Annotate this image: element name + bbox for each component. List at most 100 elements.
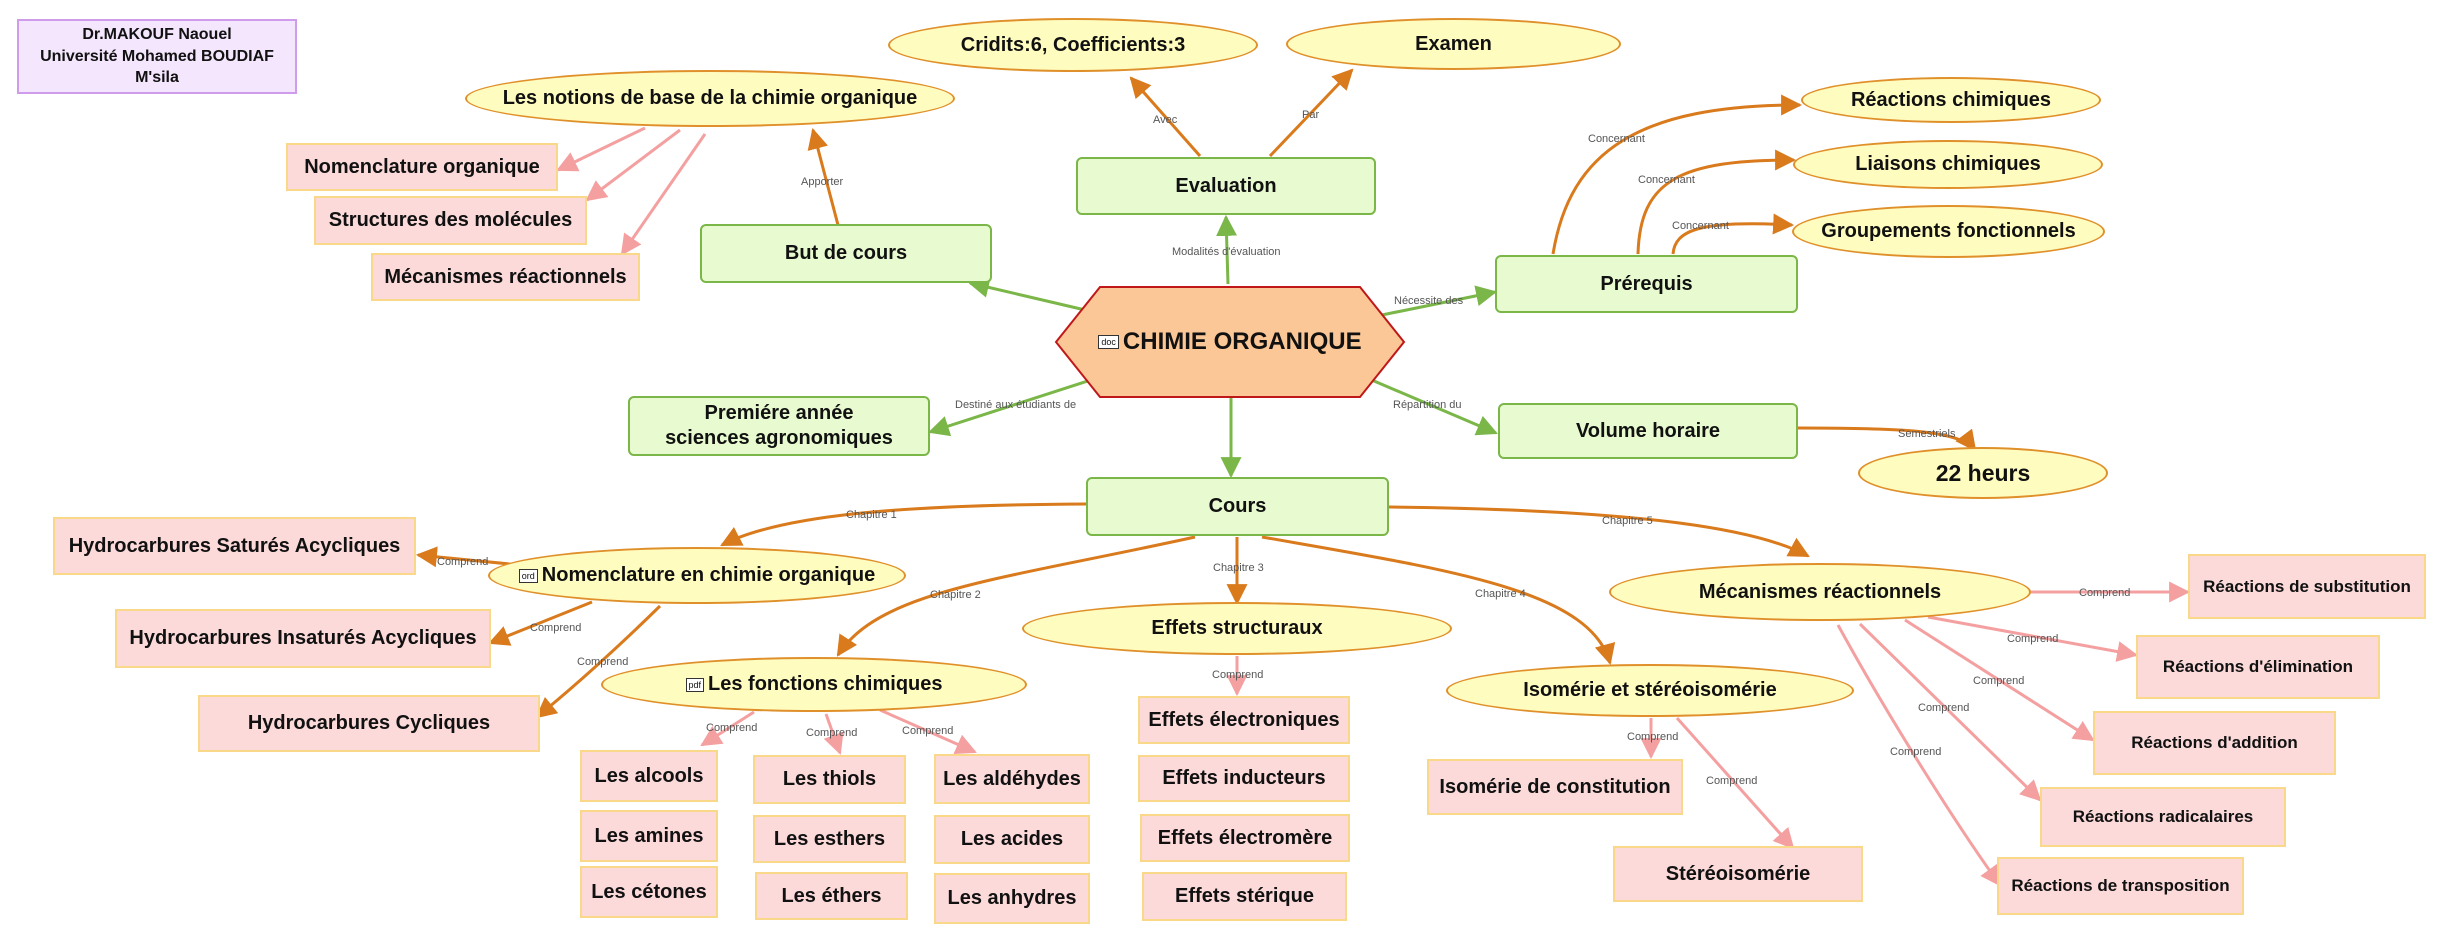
edge-center-but: [967, 277, 1099, 315]
edge-cours-fonctions: [836, 535, 1196, 657]
fonctions-chimiques-node[interactable]: pdf Les fonctions chimiques: [601, 657, 1027, 712]
edge-but-notions: [807, 127, 840, 226]
label-concernant-2: Concernant: [1638, 174, 1695, 186]
document-icon-nomenclature: ord: [518, 568, 538, 583]
label-concernant-1: Concernant: [1588, 133, 1645, 145]
structures-node[interactable]: Structures des molécules: [314, 196, 587, 245]
center-node[interactable]: doc CHIMIE ORGANIQUE: [1090, 320, 1370, 364]
edge-center-prerequis: [1371, 285, 1498, 319]
evaluation-node[interactable]: Evaluation: [1076, 157, 1376, 215]
addition-node[interactable]: Réactions d'addition: [2093, 711, 2336, 775]
effets-inducteurs-node[interactable]: Effets inducteurs: [1138, 755, 1350, 802]
label-comprend-isoconst: Comprend: [1627, 731, 1678, 743]
edge-center-evaluation: [1216, 214, 1238, 285]
premiere-annee-node[interactable]: Premiére année sciences agronomiques: [628, 396, 930, 456]
label-semestriels: Semestriels: [1898, 428, 1956, 440]
author-box: Dr.MAKOUF Naouel Université Mohamed BOUD…: [17, 19, 297, 94]
hia-node[interactable]: Hydrocarbures Insaturés Acycliques: [115, 609, 491, 668]
groupements-fonctionnels-node[interactable]: Groupements fonctionnels: [1792, 205, 2105, 258]
effets-sterique-node[interactable]: Effets stérique: [1142, 872, 1347, 921]
radicalaires-node[interactable]: Réactions radicalaires: [2040, 787, 2286, 847]
document-icon: doc: [1098, 335, 1119, 349]
acides-node[interactable]: Les acides: [934, 815, 1090, 864]
edge-fonctions-thiols: [823, 713, 844, 755]
label-chapitre1: Chapitre 1: [846, 509, 897, 521]
edge-mec-elimination: [1927, 615, 2139, 662]
edge-cours-mecanismes: [1388, 505, 1810, 558]
center-hexagon[interactable]: [1054, 286, 1406, 398]
label-necessite: Nécessite des: [1394, 295, 1464, 307]
but-node[interactable]: But de cours: [700, 224, 992, 283]
hc-node[interactable]: Hydrocarbures Cycliques: [198, 695, 540, 752]
liaisons-chimiques-node[interactable]: Liaisons chimiques: [1793, 140, 2103, 189]
label-modalites: Modalités d'évaluation: [1172, 246, 1281, 258]
mecanismes-reactionnels-top-node[interactable]: Mécanismes réactionnels: [371, 253, 640, 301]
author-city: M'sila: [135, 69, 179, 87]
ethers-node[interactable]: Les éthers: [755, 872, 908, 920]
label-comprend-stereo: Comprend: [1706, 775, 1757, 787]
volume-horaire-node[interactable]: Volume horaire: [1498, 403, 1798, 459]
label-chapitre3: Chapitre 3: [1213, 562, 1264, 574]
edge-prerequis-groupements: [1671, 213, 1795, 255]
anhydres-node[interactable]: Les anhydres: [934, 873, 1090, 924]
edge-volume-hours: [1797, 426, 1977, 452]
edge-fonctions-alcools: [700, 710, 755, 747]
edge-prerequis-reactions: [1551, 94, 1803, 255]
aldehydes-node[interactable]: Les aldéhydes: [934, 754, 1090, 804]
label-chapitre4: Chapitre 4: [1475, 588, 1526, 600]
thiols-node[interactable]: Les thiols: [753, 755, 906, 804]
examen-node[interactable]: Examen: [1286, 18, 1621, 70]
credits-node[interactable]: Cridits:6, Coefficients:3: [888, 18, 1258, 72]
effets-electromere-node[interactable]: Effets électromère: [1140, 814, 1350, 862]
fonctions-chimiques-label: Les fonctions chimiques: [708, 673, 943, 695]
edge-evaluation-credits: [1129, 76, 1202, 157]
label-comprend-thiols: Comprend: [806, 727, 857, 739]
edge-nomenclature-hc: [535, 604, 662, 719]
nomenclature-chimie-label: Nomenclature en chimie organique: [541, 564, 876, 586]
amines-node[interactable]: Les amines: [580, 810, 718, 862]
edge-cours-isomerie: [1261, 535, 1616, 666]
mecanismes-node[interactable]: Mécanismes réactionnels: [1609, 563, 2031, 621]
edge-mec-radicalaires: [1858, 622, 2042, 802]
cours-node[interactable]: Cours: [1086, 477, 1389, 536]
label-comprend-alcools: Comprend: [706, 722, 757, 734]
alcools-node[interactable]: Les alcools: [580, 750, 718, 802]
label-comprend-substitution: Comprend: [2079, 587, 2130, 599]
label-repartition: Répartition du: [1393, 399, 1462, 411]
elimination-node[interactable]: Réactions d'élimination: [2136, 635, 2380, 699]
center-title: CHIMIE ORGANIQUE: [1122, 328, 1362, 355]
transposition-node[interactable]: Réactions de transposition: [1997, 857, 2244, 915]
nomenclature-chimie-node[interactable]: ord Nomenclature en chimie organique: [488, 547, 906, 604]
nomenclature-organique-node[interactable]: Nomenclature organique: [286, 143, 558, 191]
isomerie-node[interactable]: Isomérie et stéréoisomérie: [1446, 664, 1854, 717]
reactions-chimiques-node[interactable]: Réactions chimiques: [1801, 77, 2101, 123]
label-apporter: Apporter: [801, 176, 844, 188]
hsa-node[interactable]: Hydrocarbures Saturés Acycliques: [53, 517, 416, 575]
label-chapitre5: Chapitre 5: [1602, 515, 1653, 527]
edge-notions-mecanismes: [620, 133, 707, 256]
edge-center-premiere: [928, 376, 1098, 437]
prerequis-node[interactable]: Prérequis: [1495, 255, 1798, 313]
label-comprend-elimination: Comprend: [2007, 633, 2058, 645]
label-comprend-hsa: Comprend: [437, 556, 488, 568]
effets-electroniques-node[interactable]: Effets électroniques: [1138, 696, 1350, 744]
esthers-node[interactable]: Les esthers: [753, 815, 906, 863]
stereoisomerie-node[interactable]: Stéréoisomérie: [1613, 846, 1863, 902]
hours-node[interactable]: 22 heurs: [1858, 447, 2108, 499]
edge-fonctions-aldehydes: [879, 708, 977, 754]
edge-prerequis-liaisons: [1636, 149, 1797, 255]
label-comprend-hia: Comprend: [530, 622, 581, 634]
author-university: Université Mohamed BOUDIAF: [40, 47, 274, 65]
label-avec: Avec: [1153, 114, 1178, 126]
edge-mec-transposition: [1836, 624, 2002, 887]
label-comprend-effets: Comprend: [1212, 669, 1263, 681]
cetones-node[interactable]: Les cétones: [580, 866, 718, 918]
label-comprend-aldehydes: Comprend: [902, 725, 953, 737]
notions-node[interactable]: Les notions de base de la chimie organiq…: [465, 70, 955, 127]
effets-structuraux-node[interactable]: Effets structuraux: [1022, 602, 1452, 655]
edge-notions-nomenclature: [556, 126, 646, 172]
substitution-node[interactable]: Réactions de substitution: [2188, 554, 2426, 619]
label-comprend-hc: Comprend: [577, 656, 628, 668]
isomerie-constitution-node[interactable]: Isomérie de constitution: [1427, 759, 1683, 815]
author-name: Dr.MAKOUF Naouel: [82, 26, 232, 44]
